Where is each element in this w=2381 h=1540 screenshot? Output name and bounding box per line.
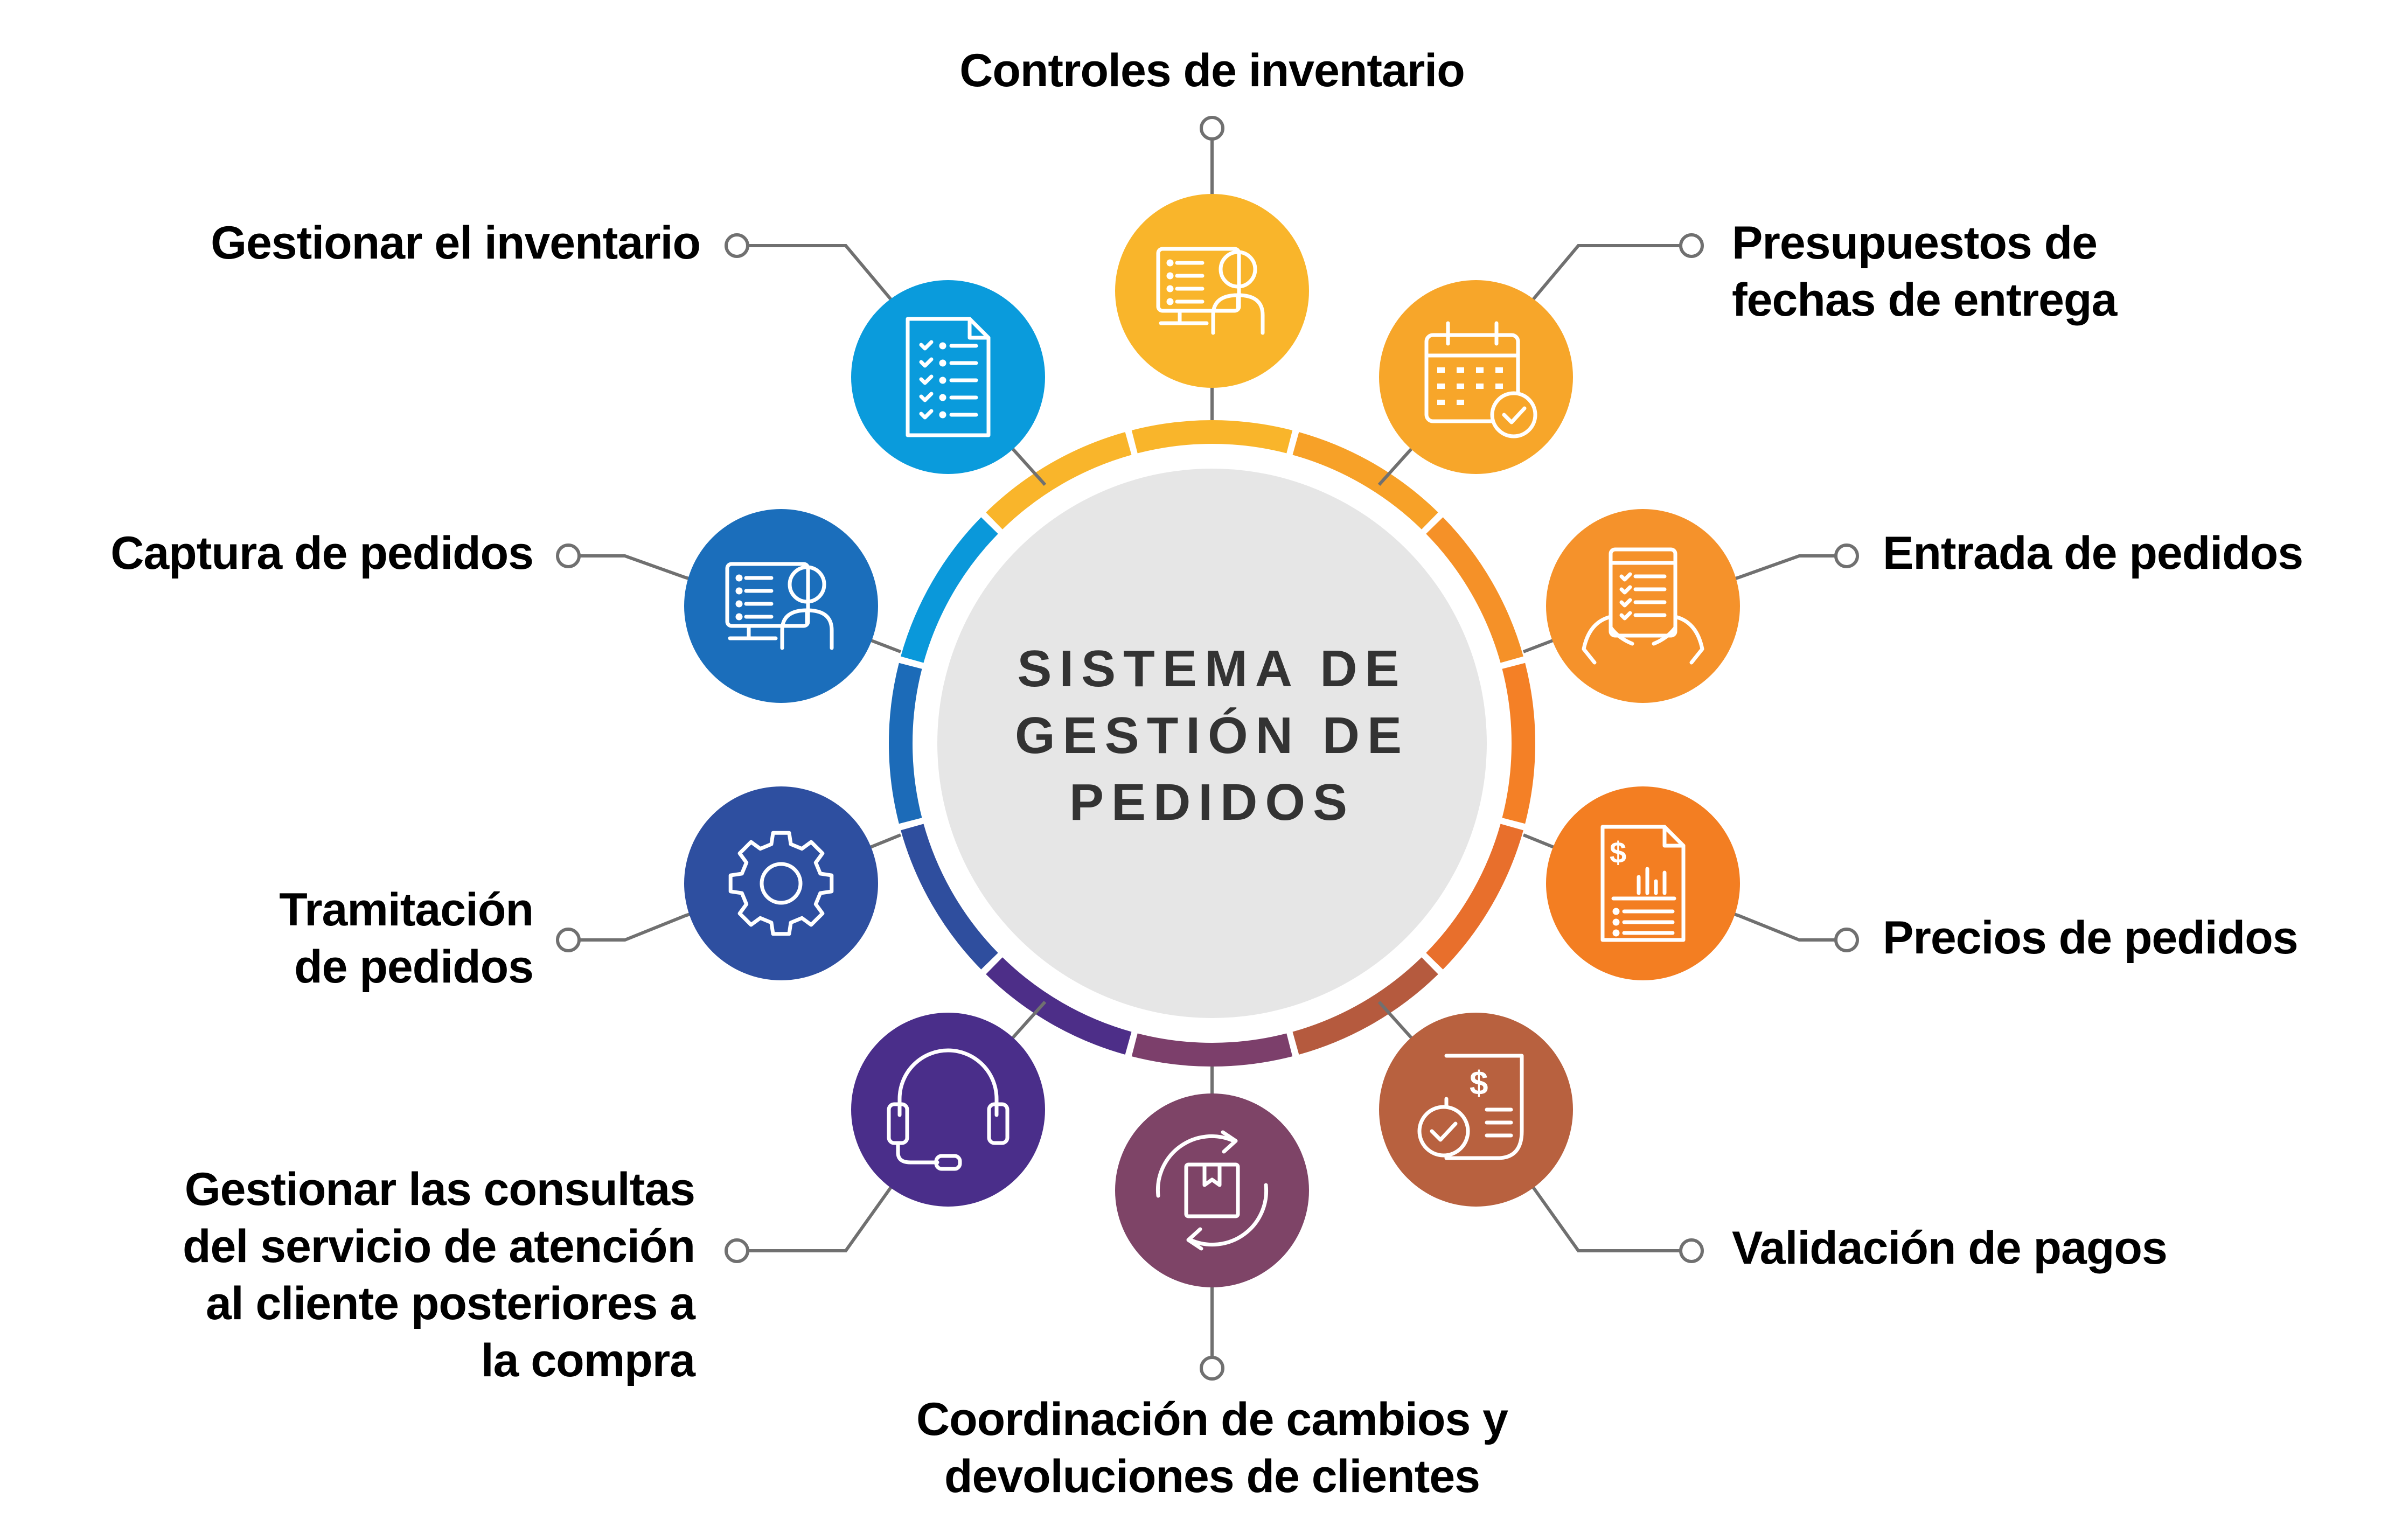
label-coordinacion-cambios-devoluciones: Coordinación de cambios y devoluciones d… xyxy=(916,1393,1508,1502)
center-title: SISTEMA DE GESTIÓN DE PEDIDOS xyxy=(937,636,1487,836)
invoice-check-icon: $ xyxy=(1417,1054,1524,1160)
label-gestionar-consultas-servicio: Gestionar las consultas del servicio de … xyxy=(182,1163,695,1386)
node-captura-de-pedidos xyxy=(684,509,878,703)
person-at-screen-icon xyxy=(725,562,834,650)
ring-segment xyxy=(901,824,998,970)
center-title-line-3: PEDIDOS xyxy=(1069,774,1355,831)
ring-segment xyxy=(901,517,998,663)
node-precios-de-pedidos: $ xyxy=(1546,786,1740,980)
label-tramitacion-de-pedidos: Tramitación de pedidos xyxy=(279,884,534,993)
connector-end-dot xyxy=(1679,233,1704,258)
node-gestionar-consultas-servicio xyxy=(851,1013,1045,1207)
center-circle xyxy=(937,469,1487,1018)
person-at-screen-icon xyxy=(1156,247,1265,335)
gear-icon xyxy=(728,831,834,936)
connector-end-dot xyxy=(556,543,581,568)
label-gestionar-el-inventario: Gestionar el inventario xyxy=(211,217,701,269)
node-circle xyxy=(1115,194,1309,388)
ring-segment xyxy=(1131,1033,1293,1067)
node-circle xyxy=(1379,280,1573,474)
svg-text:$: $ xyxy=(1610,835,1626,869)
ring-segment xyxy=(986,432,1132,529)
connector-end-dot xyxy=(725,233,749,258)
ring-segment xyxy=(1426,824,1523,970)
connector-end-dot xyxy=(556,928,581,952)
node-controles-de-inventario xyxy=(1115,194,1309,388)
node-circle xyxy=(1115,1093,1309,1287)
node-circle xyxy=(1546,509,1740,703)
ring-segment xyxy=(888,663,922,824)
ring-segment xyxy=(1292,432,1438,529)
ring-segment xyxy=(986,957,1132,1055)
svg-text:$: $ xyxy=(1470,1065,1488,1102)
node-circle xyxy=(684,509,878,703)
node-circle xyxy=(1379,1013,1573,1207)
node-tramitacion-de-pedidos xyxy=(684,786,878,980)
ring-segment xyxy=(1292,957,1438,1055)
ring-segment xyxy=(1426,517,1523,663)
tablet-hands-checklist-icon xyxy=(1582,547,1704,665)
connector-end-dot xyxy=(1834,928,1859,952)
label-precios-de-pedidos: Precios de pedidos xyxy=(1883,912,2299,964)
label-validacion-de-pagos: Validación de pagos xyxy=(1732,1222,2168,1274)
price-document-chart-icon: $ xyxy=(1600,825,1686,942)
node-circles: $$ xyxy=(684,194,1740,1287)
box-return-cycle-icon xyxy=(1155,1130,1269,1251)
connector-end-dot xyxy=(1200,116,1224,141)
outer-segmented-ring xyxy=(888,420,1535,1067)
connector-end-dot xyxy=(725,1238,749,1263)
node-coordinacion-cambios-devoluciones xyxy=(1115,1093,1309,1287)
node-presupuestos-fechas-entrega xyxy=(1379,280,1573,474)
label-captura-de-pedidos: Captura de pedidos xyxy=(110,527,534,579)
ring-segment xyxy=(1131,420,1293,454)
center-title-line-2: GESTIÓN DE xyxy=(1014,707,1410,764)
node-circle xyxy=(851,1013,1045,1207)
label-controles-de-inventario: Controles de inventario xyxy=(959,45,1465,96)
connector-end-dot xyxy=(1200,1356,1224,1381)
node-gestionar-el-inventario xyxy=(851,280,1045,474)
headset-icon xyxy=(887,1048,1010,1171)
node-entrada-de-pedidos xyxy=(1546,509,1740,703)
node-circle xyxy=(1546,786,1740,980)
label-entrada-de-pedidos: Entrada de pedidos xyxy=(1883,527,2303,579)
calendar-check-icon xyxy=(1424,321,1537,438)
connector-end-dot xyxy=(1679,1238,1704,1263)
node-validacion-de-pagos: $ xyxy=(1379,1013,1573,1207)
node-circle xyxy=(684,786,878,980)
checklist-document-icon xyxy=(906,317,991,437)
node-circle xyxy=(851,280,1045,474)
center-title-line-1: SISTEMA DE xyxy=(1017,640,1407,698)
connector-end-dot xyxy=(1834,543,1859,568)
ring-segment xyxy=(1502,663,1535,824)
label-presupuestos-fechas-entrega: Presupuestos de fechas de entrega xyxy=(1732,217,2117,326)
